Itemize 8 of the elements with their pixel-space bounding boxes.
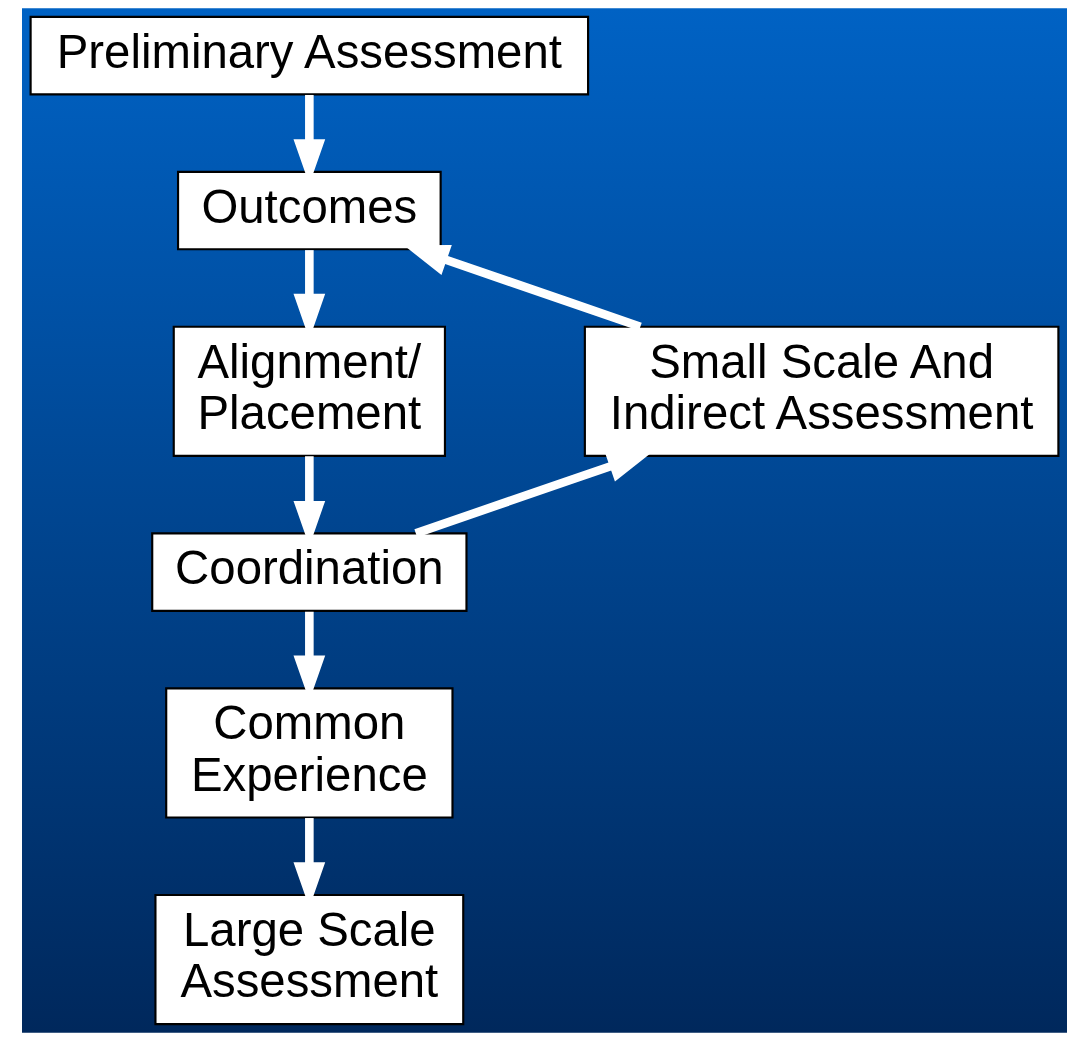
node-box: Alignment/ Placement (172, 325, 447, 457)
node-box: Small Scale And Indirect Assessment (583, 325, 1060, 457)
node-box: Coordination (151, 532, 468, 612)
node-box: Outcomes (176, 170, 442, 251)
arrow (414, 451, 653, 538)
node-box: Common Experience (165, 687, 454, 819)
node-box: Preliminary Assessment (29, 15, 590, 96)
node-box: Large Scale Assessment (154, 893, 465, 1026)
